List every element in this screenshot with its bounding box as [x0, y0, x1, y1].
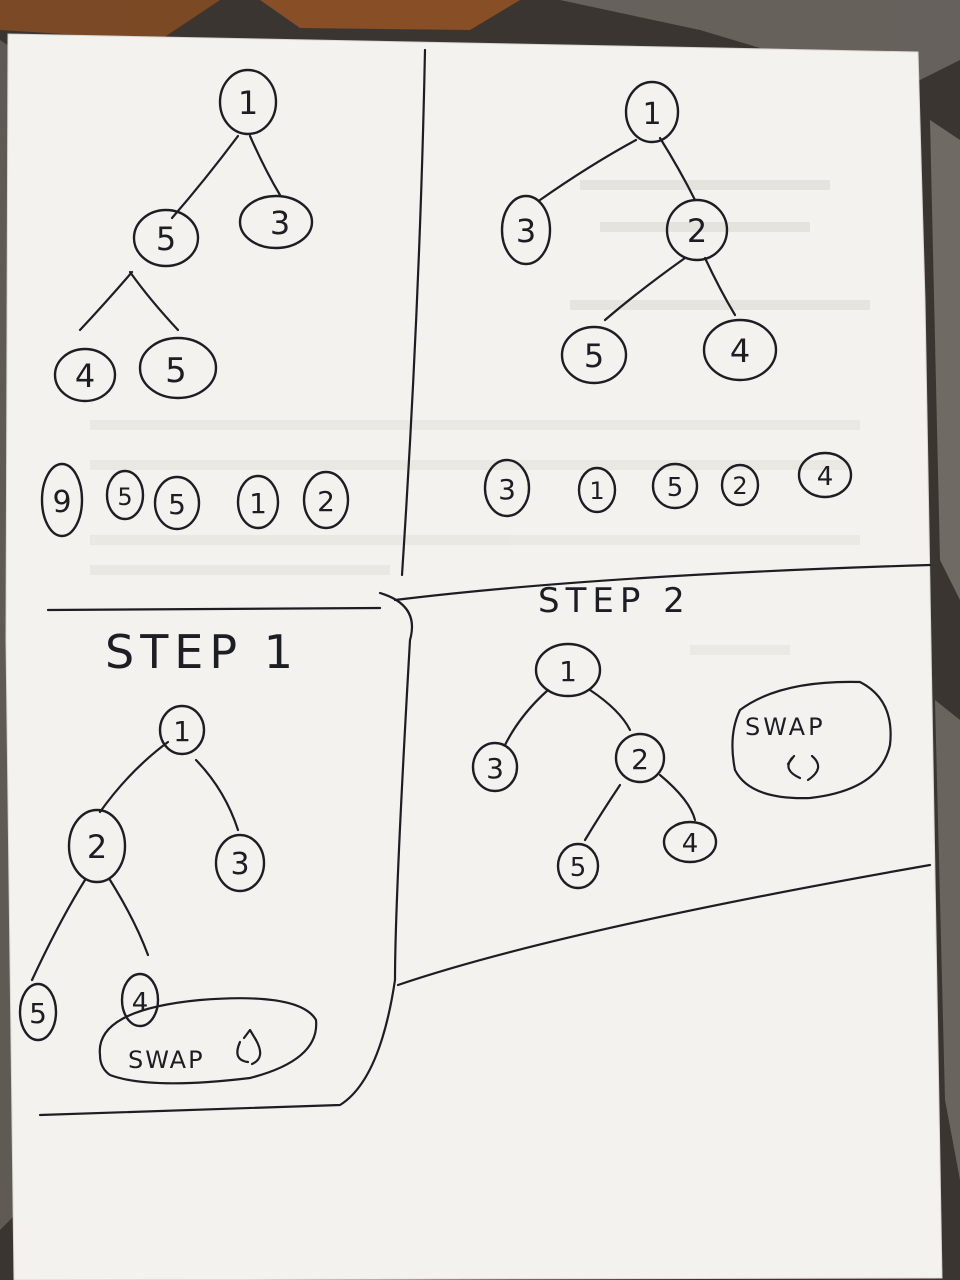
tree-top-right: 1 3 2 5 4	[500, 80, 778, 385]
node-label: 3	[270, 204, 290, 242]
node-label: 4	[75, 357, 95, 395]
swap-bubble-step1: SWAP	[98, 997, 318, 1085]
tree-node: 4	[53, 347, 117, 403]
tree-top-left: 1 5 3 4 5	[53, 68, 314, 403]
node-label: 5	[584, 337, 604, 375]
node-label: 3	[230, 847, 249, 882]
node-label: 1	[173, 715, 191, 748]
node-label: 3	[486, 752, 504, 785]
tree-node: 5	[18, 982, 58, 1042]
array-cell-label: 9	[52, 485, 71, 520]
tree-step2: 1 3 2 5 4	[471, 642, 718, 890]
array-cell-label: 5	[667, 473, 684, 503]
array-cell: 1	[236, 474, 280, 530]
array-cell-label: 5	[168, 488, 186, 521]
array-cell: 4	[797, 451, 853, 499]
tree-node: 5	[556, 842, 600, 890]
swap-arrows-icon	[236, 1028, 262, 1066]
array-cell: 5	[651, 462, 699, 510]
panel-top-left: 1 5 3 4 5 9	[40, 68, 350, 538]
node-label: 3	[516, 212, 536, 250]
tree-node: 1	[534, 642, 602, 698]
node-label: 1	[238, 84, 258, 122]
node-label: 4	[682, 829, 699, 859]
tree-node: 4	[662, 820, 718, 864]
tree-node: 1	[158, 704, 206, 756]
tree-node: 2	[614, 732, 666, 784]
bleed-through-text	[90, 180, 870, 655]
tree-node: 3	[471, 741, 519, 793]
tree-node: 3	[238, 194, 314, 250]
panel-step2: STEP 2 1 3 2 5 4	[471, 581, 892, 890]
tree-node: 4	[702, 318, 778, 382]
array-cell: 9	[40, 462, 84, 538]
paper-sheet	[5, 33, 943, 1280]
swap-label: SWAP	[745, 713, 826, 741]
array-top-left: 9 5 5 1 2	[40, 462, 350, 538]
array-cell-label: 5	[117, 483, 132, 511]
array-cell: 1	[577, 466, 617, 514]
array-top-right: 3 1 5 2 4	[483, 451, 853, 518]
node-label: 2	[687, 212, 707, 250]
swap-bubble-step2: SWAP	[731, 680, 892, 800]
tree-node: 3	[500, 194, 552, 266]
node-label: 1	[642, 97, 661, 132]
array-cell-label: 3	[498, 473, 516, 506]
panel-top-right: 1 3 2 5 4 3	[483, 80, 853, 518]
tree-node: 3	[214, 833, 266, 893]
tree-node: 1	[624, 80, 680, 144]
step1-title: STEP 1	[105, 625, 299, 679]
node-label: 2	[631, 743, 649, 776]
array-cell-label: 4	[817, 462, 834, 492]
array-cell: 5	[105, 469, 145, 521]
tree-node: 5	[132, 208, 200, 268]
tree-node: 5	[560, 325, 628, 385]
array-cell: 2	[302, 470, 350, 530]
step2-title: STEP 2	[538, 581, 691, 621]
array-cell-label: 1	[249, 487, 267, 520]
array-cell-label: 1	[589, 477, 604, 505]
panel-dividers	[38, 48, 932, 1117]
swap-arrows-icon	[786, 754, 820, 782]
node-label: 5	[29, 997, 47, 1030]
node-label: 1	[559, 655, 577, 688]
node-label: 2	[87, 828, 107, 866]
array-cell-label: 2	[317, 485, 335, 518]
tree-node: 2	[665, 198, 729, 262]
panel-step1: STEP 1 1 2 3 5 4	[18, 625, 318, 1085]
array-cell-label: 2	[732, 472, 747, 500]
node-label: 5	[156, 220, 176, 258]
tree-node: 5	[138, 336, 218, 400]
tree-node: 1	[218, 68, 278, 136]
array-cell: 5	[153, 475, 201, 531]
array-cell: 3	[483, 458, 531, 518]
swap-label: SWAP	[128, 1046, 205, 1074]
array-cell: 2	[720, 463, 760, 507]
node-label: 5	[165, 351, 187, 391]
node-label: 4	[730, 332, 750, 370]
node-label: 5	[570, 853, 587, 883]
tree-node: 2	[67, 808, 127, 884]
